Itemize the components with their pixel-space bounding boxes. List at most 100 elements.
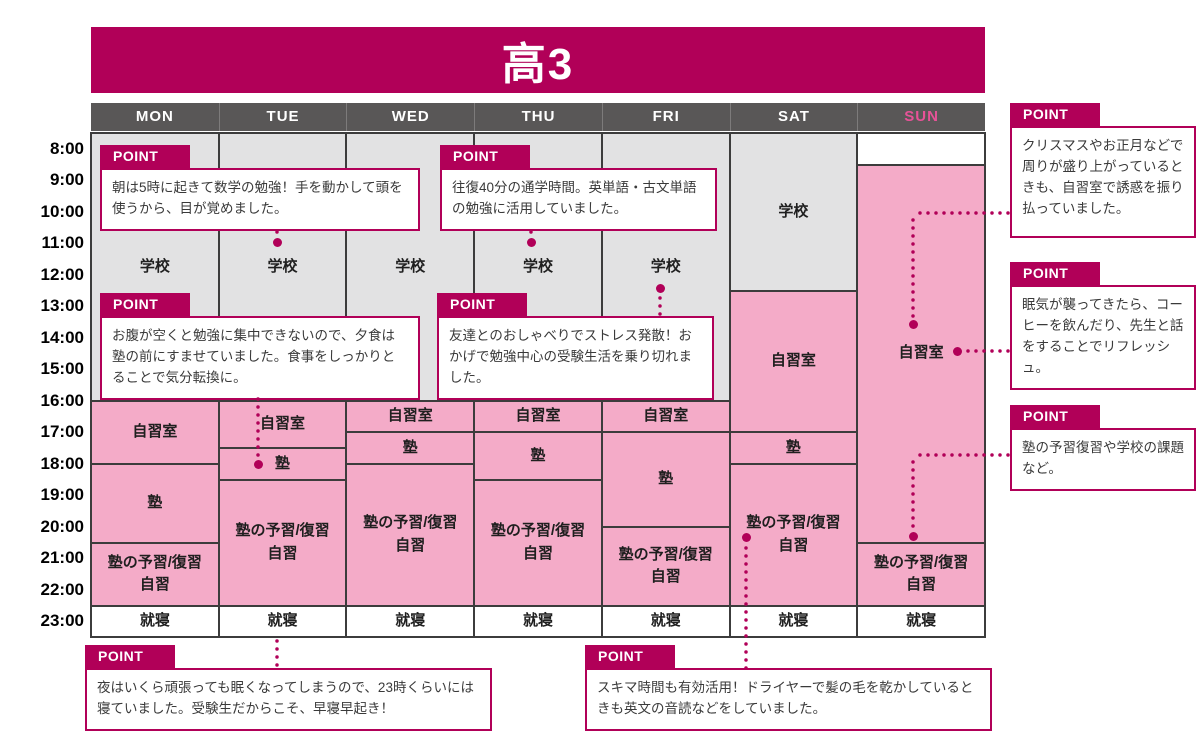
block-label-line: 塾 (402, 438, 418, 456)
connector-dot (908, 531, 918, 541)
block-thu-sleep: 就寝 (474, 605, 602, 637)
block-tue-prep: 塾の予習/復習自習 (218, 479, 347, 606)
block-thu-juku: 塾 (474, 432, 602, 480)
time-label-12-00: 12:00 (40, 264, 84, 284)
block-fri-sleep: 就寝 (601, 605, 730, 637)
time-label-23-00: 23:00 (40, 611, 84, 631)
point-tab: POINT (440, 145, 530, 168)
block-mon-sleep: 就寝 (91, 605, 219, 637)
block-label-line: 就寝 (650, 612, 681, 629)
time-label-22-00: 22:00 (40, 579, 84, 599)
block-label-line: 自習 (522, 544, 553, 562)
time-label-16-00: 16:00 (40, 390, 84, 410)
block-label-line: 塾の予習/復習 (746, 514, 841, 532)
block-label-line: 自習 (650, 568, 681, 586)
callout-text: 眠気が襲ってきたら、コーヒーを飲んだり、先生と話をすることでリフレッシュ。 (1010, 285, 1196, 390)
callout-text: 塾の予習復習や学校の課題など。 (1010, 428, 1196, 491)
connector-line-vertical (744, 544, 748, 668)
day-header-wed: WED (346, 103, 474, 131)
block-mon-selfstudy: 自習室 (91, 400, 219, 464)
block-label-line: 自習室 (132, 423, 178, 440)
block-label-line: 就寝 (395, 612, 426, 629)
connector-dot (253, 459, 263, 469)
connector-dot (741, 532, 751, 542)
connector-line-horizontal (916, 453, 1010, 457)
block-sun-empty (857, 133, 985, 165)
time-label-10-00: 10:00 (40, 201, 84, 221)
connector-line-vertical (911, 216, 915, 318)
block-label-line: 自習室 (770, 352, 816, 370)
block-label-line: 学校 (650, 257, 681, 275)
block-tue-sleep: 就寝 (218, 605, 347, 637)
block-tue-juku: 塾 (218, 448, 347, 480)
block-fri-juku: 塾 (601, 432, 730, 527)
time-label-18-00: 18:00 (40, 453, 84, 473)
point-tab: POINT (100, 145, 190, 168)
connector-dot (952, 346, 962, 356)
callout-text: 朝は5時に起きて数学の勉強！手を動かして頭を使うから、目が覚めました。 (100, 168, 420, 231)
connector-line-horizontal (964, 349, 1010, 353)
connector-dot (526, 237, 536, 247)
block-mon-prep: 塾の予習/復習自習 (91, 542, 219, 606)
block-mon-juku: 塾 (91, 463, 219, 543)
connector-dot (655, 283, 665, 293)
time-label-14-00: 14:00 (40, 327, 84, 347)
block-sat-selfstudy: 自習室 (729, 290, 858, 433)
block-label-line: 塾 (147, 493, 163, 511)
time-label-17-00: 17:00 (40, 422, 84, 442)
block-label-line: 塾の予習/復習 (618, 545, 713, 563)
block-sat-prep: 塾の予習/復習自習 (729, 463, 858, 606)
block-tue-selfstudy: 自習室 (218, 400, 347, 448)
point-tab: POINT (437, 293, 527, 316)
callout-text: 往復40分の通学時間。英単語・古文単語の勉強に活用していました。 (440, 168, 717, 231)
connector-dot (908, 319, 918, 329)
time-label-13-00: 13:00 (40, 296, 84, 316)
block-label-line: 塾 (530, 446, 546, 464)
block-sun-prep: 塾の予習/復習自習 (857, 542, 985, 606)
block-label-line: 塾の予習/復習 (107, 553, 202, 571)
block-wed-selfstudy: 自習室 (346, 400, 475, 433)
block-label-line: 学校 (522, 257, 553, 275)
block-sat-school: 学校 (729, 133, 858, 291)
day-header-sat: SAT (729, 103, 858, 131)
block-label-line: 就寝 (267, 612, 298, 629)
block-sun-selfstudy: 自習室 (857, 164, 985, 543)
block-label-line: 就寝 (906, 612, 937, 629)
connector-line-vertical (911, 458, 915, 530)
time-label-20-00: 20:00 (40, 516, 84, 536)
callout-text: お腹が空くと勉強に集中できないので、夕食は塾の前にすませていました。食事をしっか… (100, 316, 420, 400)
block-label-line: 学校 (139, 257, 170, 275)
block-label-line: 自習室 (643, 407, 689, 425)
time-label-21-00: 21:00 (40, 548, 84, 568)
block-label-line: 塾 (275, 454, 291, 472)
point-tab: POINT (1010, 262, 1100, 285)
block-label-line: 塾の予習/復習 (874, 553, 969, 571)
callout-text: スキマ時間も有効活用！ドライヤーで髪の毛を乾かしているときも英文の音読などをして… (585, 668, 992, 731)
point-tab: POINT (100, 293, 190, 316)
block-label-line: 学校 (395, 257, 426, 275)
block-label-line: 自習 (906, 576, 937, 593)
block-label-line: 自習 (267, 544, 298, 562)
block-label-line: 自習室 (515, 407, 561, 425)
point-tab: POINT (85, 645, 175, 668)
callout-text: クリスマスやお正月などで周りが盛り上がっているときも、自習室で誘惑を振り払ってい… (1010, 126, 1196, 238)
block-label-line: 学校 (778, 202, 809, 220)
callout-text: 友達とのおしゃべりでストレス発散！おかげで勉強中心の受験生活を乗り切れました。 (437, 316, 714, 400)
connector-line-vertical (275, 228, 279, 238)
day-header-mon: MON (135, 108, 174, 125)
connector-line-vertical (658, 294, 662, 316)
block-sat-juku: 塾 (729, 432, 858, 464)
block-wed-sleep: 就寝 (346, 605, 475, 637)
block-label-line: 塾の予習/復習 (363, 514, 458, 532)
time-label-9-00: 9:00 (49, 170, 84, 190)
block-fri-selfstudy: 自習室 (601, 400, 730, 433)
callout-text: 夜はいくら頑張っても眠くなってしまうので、23時くらいには寝ていました。受験生だ… (85, 668, 492, 731)
